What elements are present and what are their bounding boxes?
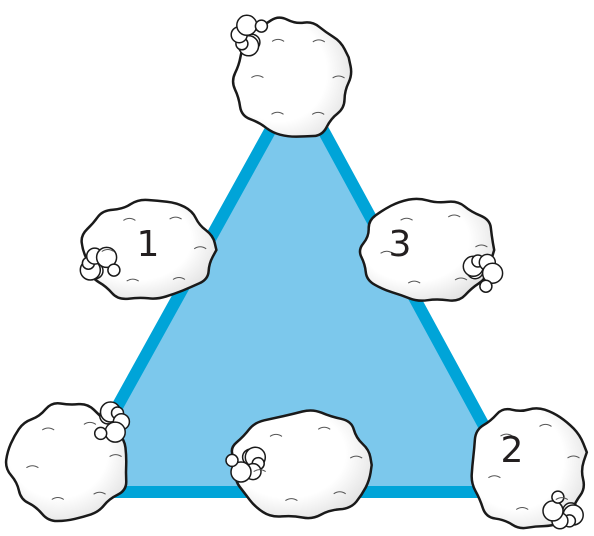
label-1: 1 <box>137 224 160 265</box>
rock-right-icon <box>360 199 503 301</box>
label-2: 2 <box>501 430 524 471</box>
rock-bottom-left-icon <box>0 393 138 532</box>
rock-top-icon <box>215 0 370 157</box>
label-3: 3 <box>389 224 412 265</box>
